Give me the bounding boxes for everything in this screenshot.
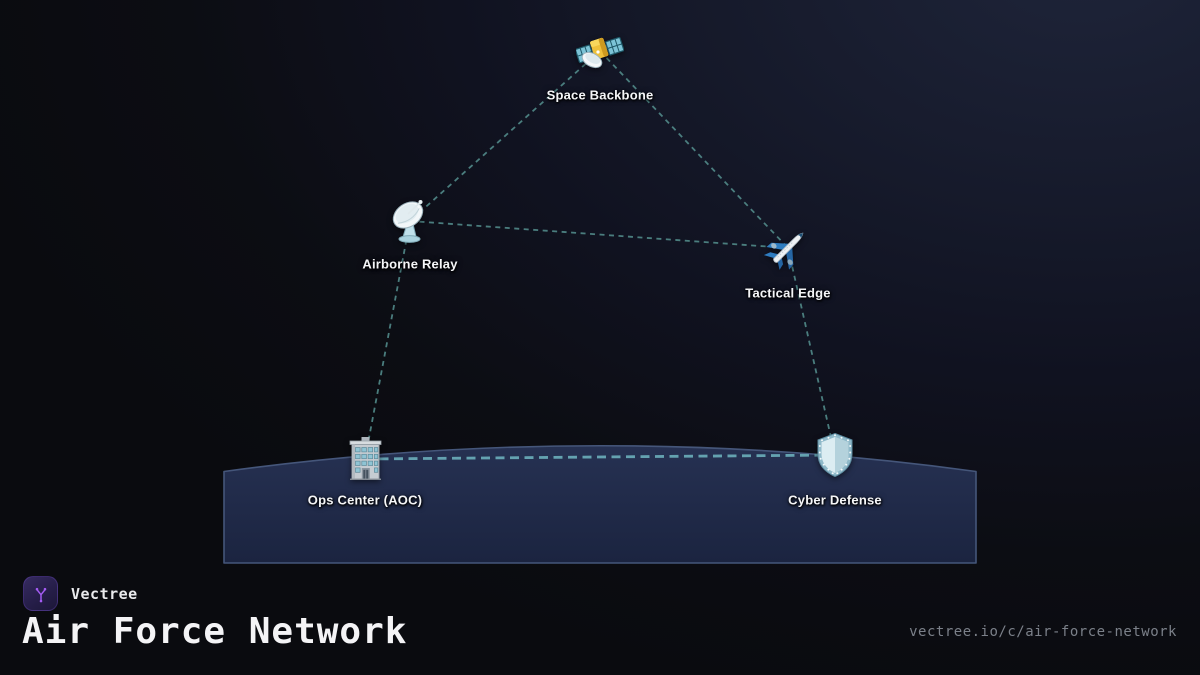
- node-label-airborne-relay: Airborne Relay: [362, 256, 458, 272]
- ground-band: [223, 444, 977, 564]
- network-links: [364, 50, 836, 461]
- satellite-dish-icon: [386, 197, 434, 245]
- office-building-icon: [341, 435, 389, 483]
- link-tactical-edge-cyber-defense: [787, 247, 836, 456]
- page-title: Air Force Network: [22, 611, 408, 652]
- link-airborne-relay-ops-center: [364, 220, 411, 460]
- link-airborne-relay-tactical-edge: [409, 220, 789, 249]
- link-space-backbone-tactical-edge: [599, 50, 789, 249]
- vectree-logo[interactable]: [23, 576, 58, 611]
- link-ops-center-cyber-defense: [364, 453, 836, 461]
- page-url: vectree.io/c/air-force-network: [909, 624, 1177, 640]
- satellite-icon: [576, 27, 624, 75]
- node-label-ops-center: Ops Center (AOC): [307, 492, 423, 508]
- airplane-icon: [764, 224, 812, 272]
- node-label-space-backbone: Space Backbone: [546, 87, 654, 103]
- node-label-cyber-defense: Cyber Defense: [788, 492, 882, 508]
- node-label-tactical-edge: Tactical Edge: [745, 285, 831, 301]
- brand-row: Vectree: [23, 576, 138, 611]
- shield-icon: [811, 431, 859, 479]
- brand-name: Vectree: [71, 584, 138, 603]
- link-space-backbone-airborne-relay: [409, 50, 601, 222]
- vectree-logo-icon: [35, 587, 46, 602]
